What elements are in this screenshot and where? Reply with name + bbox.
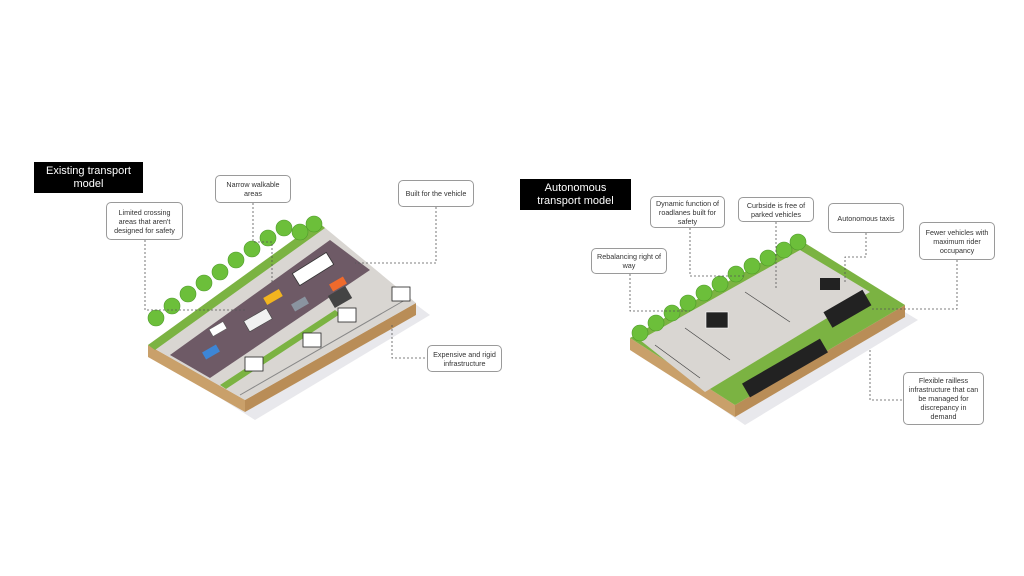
platform-soil-right (245, 303, 416, 412)
platform-soil-left (630, 338, 735, 417)
grass-strip (148, 222, 325, 350)
callout-rebalancing: Rebalancing right of way (591, 248, 667, 274)
callout-limited-crossing: Limited crossing areas that aren't desig… (106, 202, 183, 240)
callout-autonomous-taxis: Autonomous taxis (828, 203, 904, 233)
callout-built-for-vehicle: Built for the vehicle (398, 180, 474, 207)
platform-soil-right (735, 305, 905, 417)
callout-expensive-infrastructure: Expensive and rigid infrastructure (427, 345, 502, 372)
existing-model-illustration (144, 203, 437, 420)
road (170, 240, 370, 378)
callout-flexible-railless: Flexible railless infrastructure that ca… (903, 372, 984, 425)
trees (631, 233, 807, 342)
existing-model-title: Existing transport model (34, 162, 143, 193)
callout-dynamic-function: Dynamic function of roadlanes built for … (650, 196, 725, 228)
plaza (640, 250, 870, 392)
callout-curbside: Curbside is free of parked vehicles (738, 197, 814, 222)
vehicles (705, 278, 872, 398)
autonomous-model-illustration (629, 222, 958, 425)
callout-connectors (144, 203, 437, 359)
callout-fewer-vehicles: Fewer vehicles with maximum rider occupa… (919, 222, 995, 260)
lane-arrows (654, 291, 791, 379)
rail-line (239, 299, 406, 396)
callout-narrow-walkable: Narrow walkable areas (215, 175, 291, 203)
vehicles (202, 251, 411, 372)
callout-connectors (629, 222, 958, 401)
platform-soil-left (148, 345, 245, 412)
autonomous-model-title: Autonomous transport model (520, 179, 631, 210)
